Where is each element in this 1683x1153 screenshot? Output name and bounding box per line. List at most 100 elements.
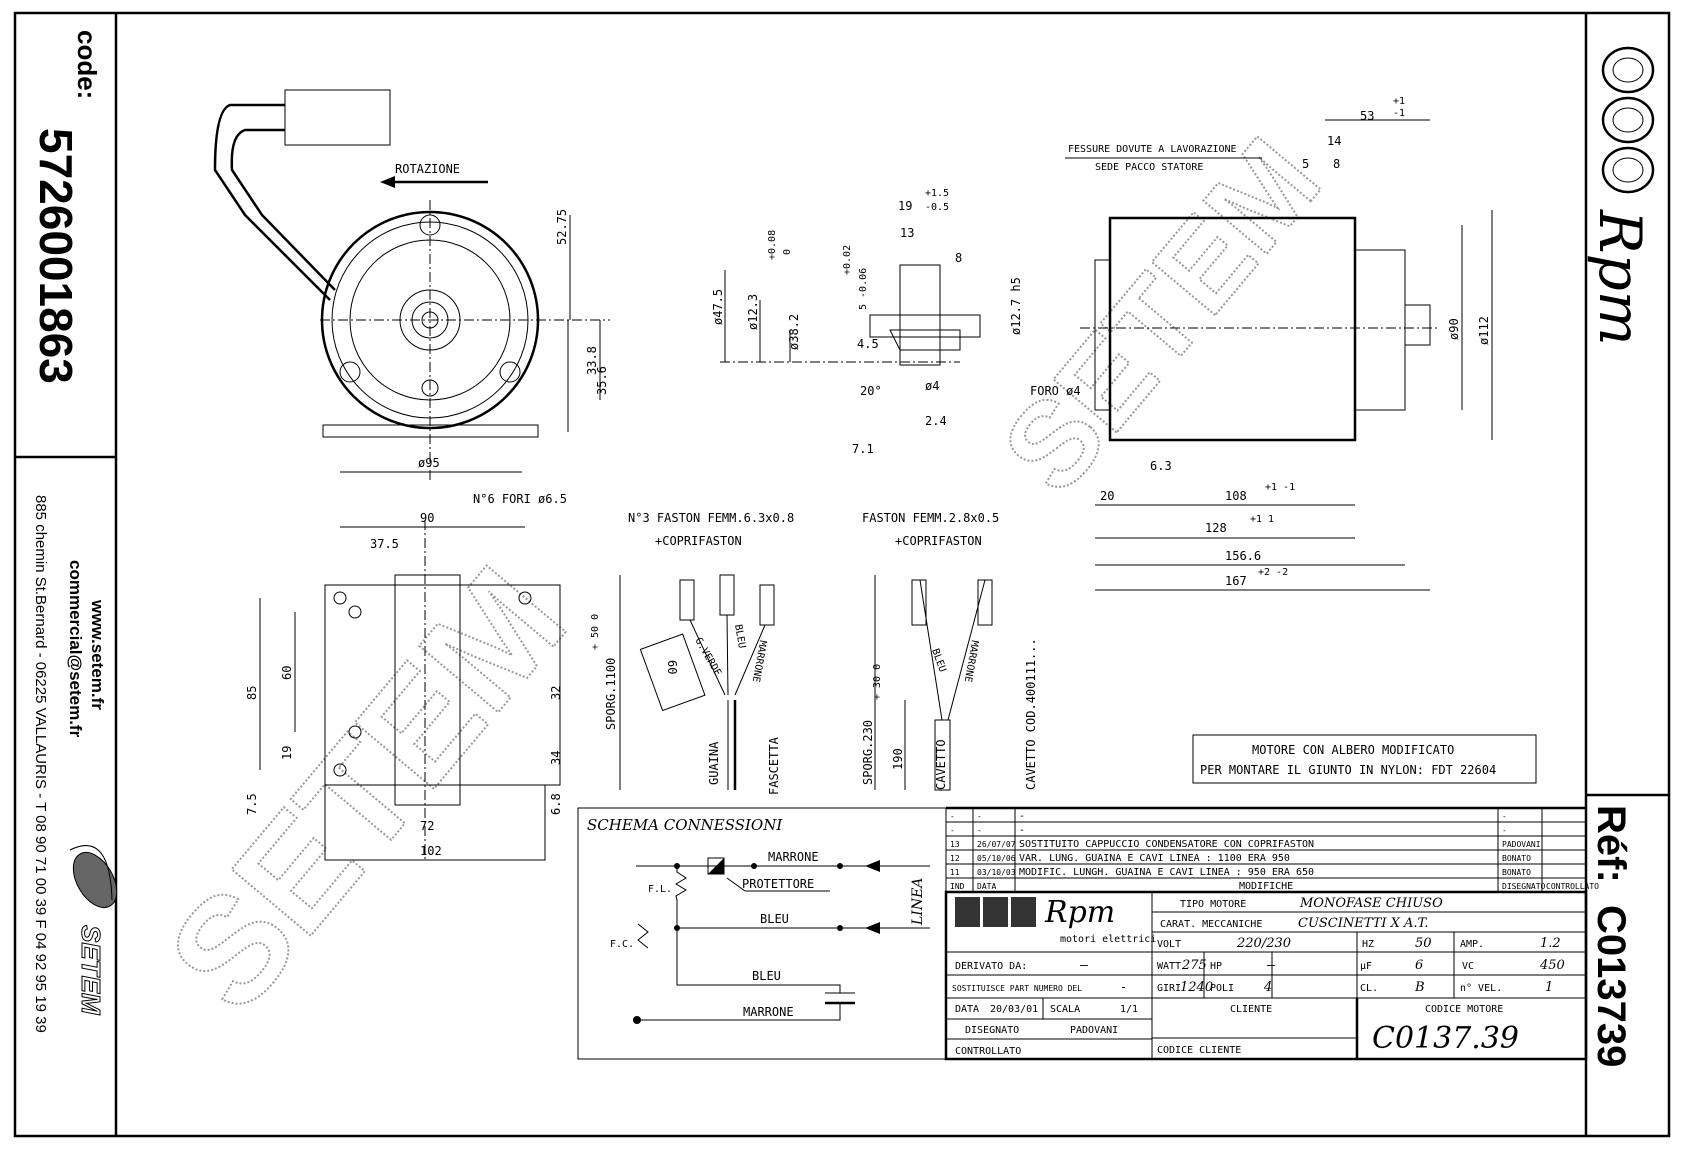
dim-label: +1.5 (925, 188, 949, 199)
rpm-logo-text: Rpm (1586, 209, 1654, 346)
title-block: Rpm motori elettrici TIPO MOTORE MONOFAS… (944, 890, 1588, 1061)
dim-label: ø12.3 (746, 294, 760, 330)
left-sidebar: code: 5726001863 www.setem.fr commercial… (30, 30, 118, 1033)
dim-label: 2.4 (925, 414, 947, 428)
dim-label: ø4 (925, 379, 939, 393)
revision-cell: - (1019, 825, 1025, 836)
dim-label: 20° (860, 384, 882, 398)
field-label: HZ (1362, 939, 1374, 950)
rotation-label: ROTAZIONE (395, 162, 460, 176)
wire-label: BLEU (732, 624, 747, 650)
dim-label: 6.3 (1150, 459, 1172, 473)
dim-label: 190 (891, 748, 905, 770)
line-arrow-icon (865, 860, 880, 872)
dim-label: 35.6 (595, 366, 609, 395)
rpm-logo-text: Rpm (1044, 895, 1115, 930)
field-label: DATA (955, 1004, 979, 1015)
svg-text:SETEM: SETEM (136, 537, 597, 1041)
dim-label: + 50 0 (590, 614, 601, 650)
wire-detail-capacitor: FASTON FEMM.2.8x0.5 +COPRIFASTON SPORG.2… (861, 511, 1038, 791)
dim-label: ø112 (1477, 316, 1491, 345)
side-view: FESSURE DOVUTE A LAVORAZIONE SEDE PACCO … (1030, 96, 1493, 591)
dim-label: 52.75 (555, 209, 569, 245)
schema-title: SCHEMA CONNESSIONI (587, 816, 783, 834)
field-value: MONOFASE CHIUSO (1299, 896, 1443, 911)
note-line: MOTORE CON ALBERO MODIFICATO (1252, 743, 1454, 757)
note-text: SEDE PACCO STATORE (1095, 162, 1203, 173)
dim-label: 37.5 (370, 537, 399, 551)
field-label: CODICE CLIENTE (1157, 1045, 1241, 1056)
rpm-coil-logo-icon (1601, 46, 1655, 194)
fl-label: F.L. (648, 884, 672, 895)
revision-cell: PADOVANI (1502, 840, 1541, 849)
dim-label: 102 (420, 844, 442, 858)
field-label: GIRI (1157, 983, 1181, 994)
field-value: 220/230 (1236, 936, 1291, 951)
dim-label: +1 -1 (1265, 482, 1295, 493)
cavetto-code-label: CAVETTO COD.400111... (1024, 638, 1038, 790)
field-value: 275 (1181, 958, 1207, 973)
dim-label: 60 (665, 660, 679, 674)
dim-label: ø95 (418, 456, 440, 470)
setem-brand: SETEM (76, 925, 106, 1016)
right-sidebar: Rpm Réf: C013739 (1586, 46, 1655, 1067)
field-value: 6 (1415, 958, 1423, 973)
field-label: SOSTITUISCE PART NUMERO DEL (952, 984, 1082, 993)
dim-label: 4.5 (857, 337, 879, 351)
field-label: DISEGNATO (965, 1025, 1019, 1036)
field-value: 1/1 (1120, 1004, 1138, 1015)
ref-label: Réf: (1589, 805, 1633, 883)
field-label: CLIENTE (1230, 1004, 1272, 1015)
wire-label: BLEU (929, 647, 948, 673)
field-label: WATT (1157, 961, 1181, 972)
field-value: — (1267, 958, 1275, 973)
dim-label: + 30 0 (872, 664, 883, 700)
dim-label: 32 (549, 686, 563, 700)
wire-label: MARRONE (962, 639, 980, 682)
note-line: PER MONTARE IL GIUNTO IN NYLON: FDT 2260… (1200, 763, 1496, 777)
dim-label: 53 (1360, 109, 1374, 123)
revision-header-cell: DISEGNATO (1502, 882, 1546, 891)
revision-cell: BONATO (1502, 868, 1531, 877)
plan-view: N°6 FORI ø6.5 90 37.5 85 60 19 7.5 32 34… (245, 492, 567, 861)
wire-label: MARRONE (743, 1005, 794, 1019)
field-label: HP (1210, 961, 1222, 972)
revision-cell: MODIFIC. LUNGH. GUAINA E CAVI LINEA : 95… (1019, 867, 1314, 878)
revision-cell: - (1502, 826, 1507, 835)
dim-label: SPORG.1100 (604, 658, 618, 730)
dim-label: ø90 (1447, 318, 1461, 340)
resistor-fl-icon (675, 866, 687, 928)
dim-label: 5 -0.06 (858, 268, 869, 310)
field-label: CARAT. MECCANICHE (1160, 919, 1262, 930)
website-link[interactable]: www.setem.fr (88, 599, 107, 710)
dim-label: 108 (1225, 489, 1247, 503)
revision-cell: 05/10/06 (977, 854, 1016, 863)
dim-label: 8 (955, 251, 962, 265)
dim-label: 156.6 (1225, 549, 1261, 563)
code-value: 5726001863 (30, 128, 82, 384)
dim-label: 33.8 (585, 346, 599, 375)
revision-header-cell: DATA (977, 882, 996, 891)
resistor-fc-icon (637, 923, 649, 949)
code-label: code: (72, 30, 102, 99)
wire-label: BLEU (760, 912, 789, 926)
field-label: VC (1462, 961, 1474, 972)
dim-label: ø47.5 (711, 289, 725, 325)
revision-header-cell: CONTROLLATO (1546, 882, 1599, 891)
field-value: 4 (1263, 980, 1272, 995)
field-value: 20/03/01 (990, 1004, 1038, 1015)
wire-label: MARRONE (768, 850, 819, 864)
cavetto-label: CAVETTO (934, 739, 948, 790)
revision-cell: BONATO (1502, 854, 1531, 863)
field-label: DERIVATO DA: (955, 961, 1027, 972)
dim-label: +0.02 (842, 245, 853, 275)
shaft-detail: ø47.5 ø12.3 ø38.2 +0.08 0 +0.02 5 -0.06 … (711, 188, 1023, 456)
dim-label: 19 (280, 746, 294, 760)
holes-label: N°6 FORI ø6.5 (473, 492, 567, 506)
field-label: n° VEL. (1460, 983, 1502, 994)
email-link[interactable]: commercial@setem.fr (66, 560, 85, 738)
revision-cell: 12 (950, 854, 960, 863)
revision-cell: 13 (950, 840, 960, 849)
drawing-frame (13, 11, 1671, 1138)
